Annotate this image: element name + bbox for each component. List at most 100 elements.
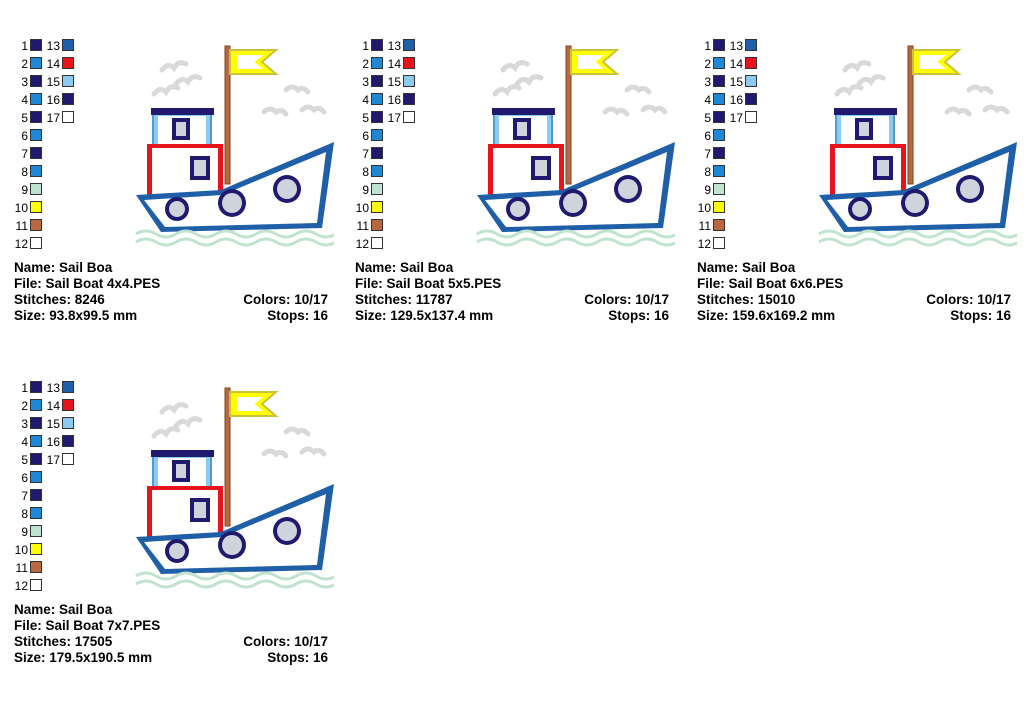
color-swatch: [30, 39, 42, 51]
color-number: 17: [46, 453, 60, 467]
seagulls: [492, 60, 668, 117]
color-swatch: [713, 75, 725, 87]
color-swatch: [30, 183, 42, 195]
color-swatch: [403, 57, 415, 69]
color-number: 4: [21, 93, 28, 107]
design-preview: [797, 32, 1020, 262]
color-swatch: [371, 75, 383, 87]
color-swatch: [30, 417, 42, 429]
color-swatch: [62, 453, 74, 465]
color-swatch: [30, 489, 42, 501]
color-swatch: [745, 39, 757, 51]
color-number: 14: [46, 399, 60, 413]
color-number: 14: [729, 57, 743, 71]
color-number: 6: [362, 129, 369, 143]
colors-count: Colors: 10/17: [926, 292, 1011, 307]
color-swatch: [30, 219, 42, 231]
color-number: 15: [46, 75, 60, 89]
color-swatch: [371, 129, 383, 141]
design-info: Name: Sail Boa File: Sail Boat 4x4.PES S…: [14, 260, 328, 324]
color-swatch: [30, 75, 42, 87]
color-number: 2: [362, 57, 369, 71]
color-swatch: [371, 165, 383, 177]
stitches-line: Stitches: 15010 Colors: 10/17: [697, 292, 1011, 307]
cabin-roof: [151, 450, 214, 457]
color-swatch: [713, 219, 725, 231]
color-number: 9: [704, 183, 711, 197]
color-number: 8: [704, 165, 711, 179]
color-number: 9: [362, 183, 369, 197]
name-line: Name: Sail Boa: [14, 602, 113, 617]
color-number: 16: [46, 435, 60, 449]
name-line: Name: Sail Boa: [14, 260, 113, 275]
color-number: 13: [729, 39, 743, 53]
file-line: File: Sail Boat 7x7.PES: [14, 618, 161, 633]
mast: [907, 45, 914, 185]
waves: [818, 229, 1020, 247]
file-line: File: Sail Boat 6x6.PES: [697, 276, 844, 291]
design-preview: [114, 374, 337, 604]
color-number: 10: [14, 543, 28, 557]
color-number: 7: [21, 489, 28, 503]
color-swatch: [62, 39, 74, 51]
color-number: 1: [362, 39, 369, 53]
color-number: 3: [362, 75, 369, 89]
color-number: 12: [697, 237, 711, 251]
stitches-line: Stitches: 8246 Colors: 10/17: [14, 292, 328, 307]
color-swatch: [30, 201, 42, 213]
color-swatch: [30, 381, 42, 393]
colors-count: Colors: 10/17: [584, 292, 669, 307]
color-swatch: [713, 237, 725, 249]
color-number: 14: [387, 57, 401, 71]
color-swatch: [62, 417, 74, 429]
color-swatch: [371, 111, 383, 123]
colors-count: Colors: 10/17: [243, 292, 328, 307]
color-number: 11: [698, 219, 711, 233]
design-info: Name: Sail Boa File: Sail Boat 6x6.PES S…: [697, 260, 1011, 324]
color-number: 16: [46, 93, 60, 107]
size-line: Size: 93.8x99.5 mm Stops: 16: [14, 308, 328, 323]
color-number: 5: [362, 111, 369, 125]
color-swatch: [30, 471, 42, 483]
color-number: 13: [387, 39, 401, 53]
color-swatch: [371, 237, 383, 249]
design-info: Name: Sail Boa File: Sail Boat 7x7.PES S…: [14, 602, 328, 666]
design-preview: [114, 32, 337, 262]
color-number: 3: [21, 75, 28, 89]
color-number: 4: [704, 93, 711, 107]
color-number: 6: [704, 129, 711, 143]
color-number: 15: [729, 75, 743, 89]
color-swatch: [30, 399, 42, 411]
color-swatch: [62, 399, 74, 411]
color-swatch: [30, 525, 42, 537]
design-preview: [455, 32, 678, 262]
color-number: 17: [387, 111, 401, 125]
file-line: File: Sail Boat 4x4.PES: [14, 276, 161, 291]
cabin-roof: [151, 108, 214, 115]
color-number: 15: [387, 75, 401, 89]
stitches-line: Stitches: 11787 Colors: 10/17: [355, 292, 669, 307]
mast: [224, 45, 231, 185]
waves: [476, 229, 678, 247]
color-number: 11: [356, 219, 369, 233]
color-swatch: [713, 147, 725, 159]
color-number: 16: [387, 93, 401, 107]
color-number: 2: [21, 399, 28, 413]
sail-boat-embroidery-image: [476, 45, 678, 247]
color-number: 2: [21, 57, 28, 71]
color-swatch: [403, 93, 415, 105]
color-swatch: [713, 129, 725, 141]
color-number: 5: [21, 453, 28, 467]
color-swatch: [713, 201, 725, 213]
color-number: 12: [355, 237, 369, 251]
color-number: 6: [21, 129, 28, 143]
color-number: 9: [21, 525, 28, 539]
stops-count: Stops: 16: [608, 308, 669, 323]
name-line: Name: Sail Boa: [355, 260, 454, 275]
color-swatch: [30, 165, 42, 177]
color-number: 6: [21, 471, 28, 485]
color-number: 1: [21, 381, 28, 395]
